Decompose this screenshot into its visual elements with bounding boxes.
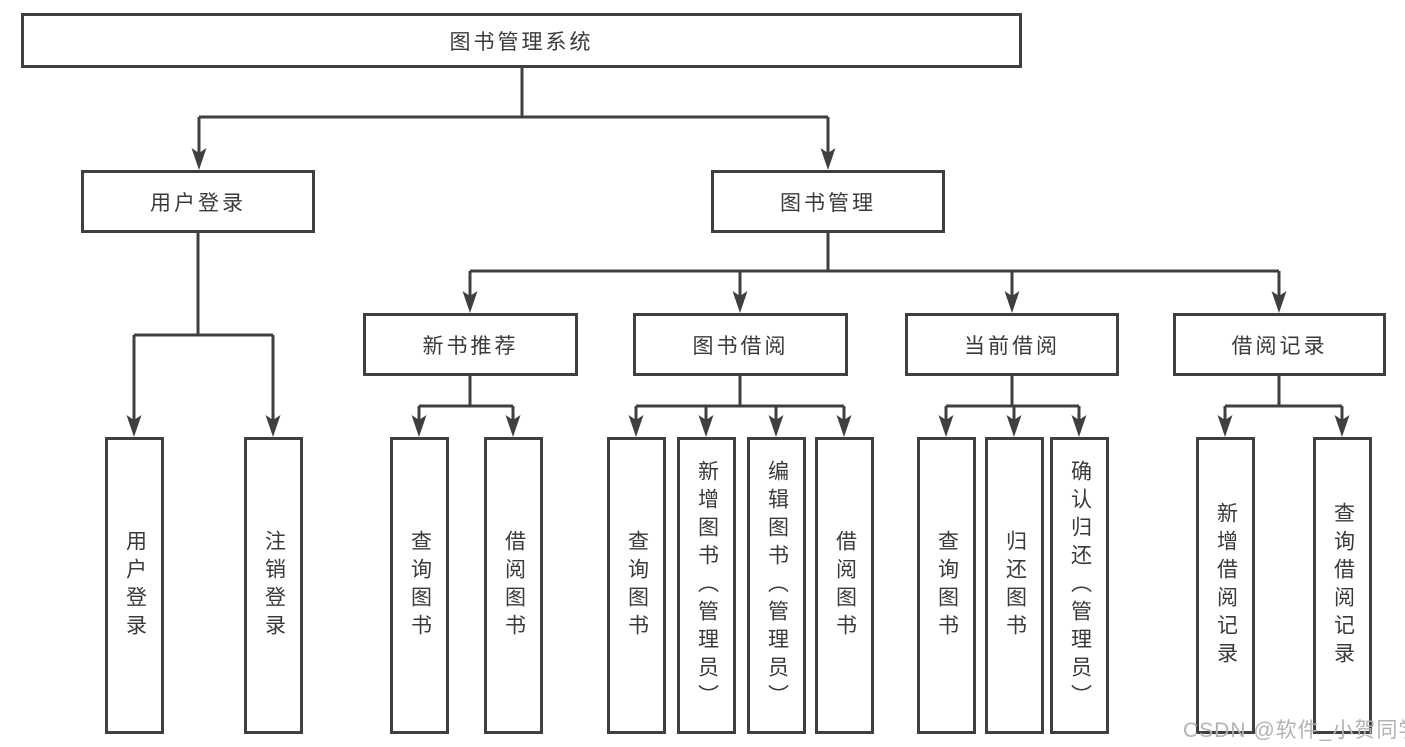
watermark-credit: CSDN @软件_小贺同学: [1183, 719, 1405, 742]
leaf-br-query-record: 查询借阅记录: [1313, 437, 1372, 734]
leaf-nbr-query-books-label: 查询图书: [408, 529, 432, 642]
leaf-nbr-query-books: 查询图书: [390, 437, 449, 734]
leaf-br-add-record: 新增借阅记录: [1196, 437, 1255, 734]
leaf-logout-label: 注销登录: [262, 529, 286, 642]
node-book-management: 图书管理: [711, 170, 945, 233]
leaf-bb-add-books-admin: 新增图书（管理员）: [677, 437, 736, 734]
node-root: 图书管理系统: [21, 13, 1022, 68]
leaf-nbr-borrow-books-label: 借阅图书: [502, 529, 526, 642]
node-user-login: 用户登录: [81, 170, 315, 233]
leaf-cb-return-books-label: 归还图书: [1003, 529, 1027, 642]
node-current-borrowing: 当前借阅: [905, 313, 1119, 376]
leaf-user-login: 用户登录: [105, 437, 164, 734]
node-new-book-recommendation: 新书推荐: [363, 313, 578, 376]
leaf-bb-query-books-label: 查询图书: [625, 529, 649, 642]
leaf-cb-confirm-return-admin-label: 确认归还（管理员）: [1068, 459, 1092, 712]
leaf-nbr-borrow-books: 借阅图书: [484, 437, 543, 734]
leaf-bb-edit-books-admin: 编辑图书（管理员）: [747, 437, 806, 734]
node-borrowing-records-label: 借阅记录: [1231, 334, 1328, 358]
leaf-user-login-label: 用户登录: [123, 529, 147, 642]
leaf-bb-borrow-books: 借阅图书: [815, 437, 874, 734]
node-user-login-label: 用户登录: [150, 191, 246, 215]
leaf-bb-query-books: 查询图书: [607, 437, 666, 734]
leaf-cb-query-books: 查询图书: [917, 437, 976, 734]
node-new-book-recommendation-label: 新书推荐: [422, 334, 519, 358]
node-root-label: 图书管理系统: [449, 30, 594, 54]
node-book-management-label: 图书管理: [780, 191, 876, 215]
leaf-br-add-record-label: 新增借阅记录: [1214, 501, 1238, 670]
leaf-logout: 注销登录: [244, 437, 303, 734]
leaf-cb-confirm-return-admin: 确认归还（管理员）: [1050, 437, 1109, 734]
leaf-bb-borrow-books-label: 借阅图书: [833, 529, 857, 642]
leaf-cb-query-books-label: 查询图书: [935, 529, 959, 642]
leaf-bb-add-books-admin-label: 新增图书（管理员）: [695, 459, 719, 712]
node-current-borrowing-label: 当前借阅: [964, 334, 1060, 358]
node-book-borrowing-label: 图书借阅: [692, 334, 789, 358]
leaf-bb-edit-books-admin-label: 编辑图书（管理员）: [765, 459, 789, 712]
leaf-br-query-record-label: 查询借阅记录: [1331, 501, 1355, 670]
node-borrowing-records: 借阅记录: [1173, 313, 1386, 376]
leaf-cb-return-books: 归还图书: [985, 437, 1044, 734]
node-book-borrowing: 图书借阅: [633, 313, 848, 376]
